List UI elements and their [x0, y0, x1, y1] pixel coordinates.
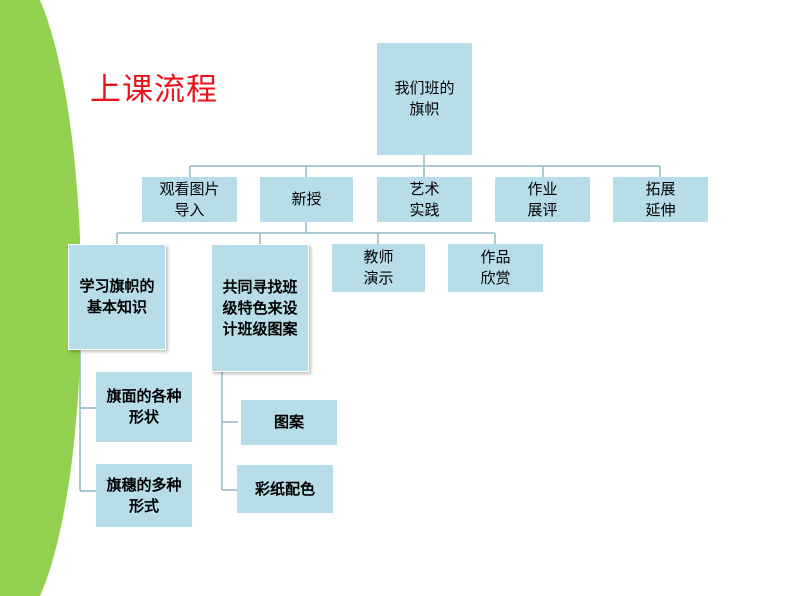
- pattern-box: 图案: [241, 400, 337, 445]
- connector-knowledge-children: [79, 350, 96, 492]
- step-box-new-lesson: 新授: [260, 177, 353, 222]
- knowledge-box: 学习旗帜的 基本知识: [68, 244, 166, 350]
- step-box-intro: 观看图片 导入: [142, 177, 237, 222]
- step-box-extension: 拓展 延伸: [613, 177, 708, 222]
- connector-design-children: [221, 372, 238, 491]
- connector-level1-drops: [189, 166, 661, 177]
- flag-shape-box: 旗面的各种 形状: [96, 372, 192, 442]
- design-box: 共同寻找班 级特色来设 计班级图案: [211, 244, 309, 372]
- flag-tassel-box: 旗穗的多种 形式: [96, 464, 192, 527]
- step-box-art-practice: 艺术 实践: [377, 177, 472, 222]
- root-box: 我们班的 旗帜: [377, 43, 472, 155]
- color-paper-box: 彩纸配色: [237, 465, 333, 513]
- connector-level2-drops: [116, 233, 496, 244]
- green-arc-shape: [0, 0, 82, 596]
- page-title: 上课流程: [90, 72, 218, 108]
- step-box-homework-review: 作业 展评: [495, 177, 590, 222]
- teacher-demo-box: 教师 演示: [332, 244, 425, 292]
- works-appreciation-box: 作品 欣赏: [448, 244, 543, 292]
